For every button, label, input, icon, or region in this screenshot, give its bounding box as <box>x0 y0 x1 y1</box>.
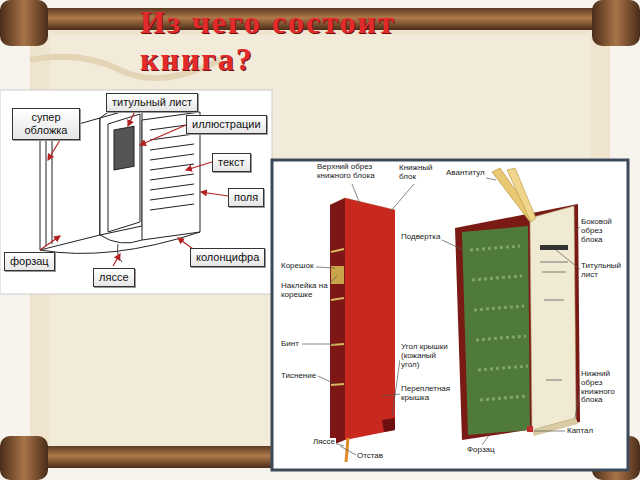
closed-book-photo <box>331 266 344 284</box>
closed-book-photo <box>382 418 395 432</box>
part-name: Подвертка <box>400 233 441 242</box>
book-sketch <box>150 184 194 190</box>
part-label-box: иллюстрации <box>186 115 267 134</box>
part-name: Тиснение <box>280 372 317 381</box>
right-panel <box>272 160 628 470</box>
leader-line <box>201 192 228 196</box>
part-label: колонцифра <box>196 251 259 264</box>
open-book-photo <box>455 168 580 440</box>
part-name: Титульный лист <box>580 262 626 280</box>
part-label-box: форзац <box>4 252 55 271</box>
leader-line <box>40 236 60 250</box>
closed-book-photo <box>331 249 344 252</box>
part-name: Боковой обрез блока <box>580 218 626 244</box>
open-book-photo <box>470 246 528 400</box>
leader-line <box>302 344 335 345</box>
book-sketch <box>150 174 194 180</box>
part-label: форзац <box>10 255 49 268</box>
right-panel <box>272 160 628 470</box>
book-sketch <box>150 194 194 200</box>
part-name: Наклейка на корешке <box>280 282 330 300</box>
part-label-box: титульный лист <box>106 93 198 112</box>
scroll-roller <box>592 0 640 46</box>
leader-line <box>318 376 335 384</box>
part-name: Бинт <box>280 340 300 349</box>
leader-line <box>340 446 356 455</box>
part-name: Авантитул <box>445 169 486 178</box>
book-sketch <box>46 140 47 246</box>
open-book-photo <box>530 206 576 430</box>
book-sketch <box>100 106 142 235</box>
leader-line <box>128 111 135 126</box>
leader-line <box>113 254 120 266</box>
left-panel <box>0 90 272 294</box>
leader-line <box>442 240 463 250</box>
part-name: Нижний обрез книжного блока <box>580 370 626 405</box>
book-sketch <box>118 244 123 262</box>
leader-line <box>302 178 581 455</box>
part-name: Отстав <box>356 452 384 461</box>
part-label-box: поля <box>228 188 264 207</box>
leader-line <box>140 125 186 145</box>
part-name: Ляссе <box>312 438 336 447</box>
leader-line <box>352 184 360 204</box>
left-panel <box>0 90 272 294</box>
closed-book-photo <box>331 384 344 385</box>
open-book-photo <box>527 426 533 432</box>
open-book-photo <box>492 168 535 222</box>
leader-line <box>186 162 212 170</box>
part-label: супер обложка <box>18 111 74 137</box>
open-book-photo <box>540 245 568 250</box>
part-label-box: колонцифра <box>190 248 265 267</box>
part-label-box: ляссе <box>93 268 135 287</box>
part-name: Угол крышки (кожаный угол) <box>400 343 452 369</box>
leader-line <box>48 140 60 160</box>
leader-line <box>316 267 335 268</box>
part-name: Форзац <box>466 446 496 455</box>
part-name: Книжный блок <box>398 164 444 182</box>
book-sketch <box>108 114 140 232</box>
book-sketch <box>100 235 142 243</box>
leader-line <box>392 360 400 416</box>
leader-line <box>382 394 400 396</box>
open-book-photo <box>540 262 568 380</box>
scroll-roller <box>0 436 48 480</box>
leader-line <box>390 184 414 212</box>
closed-book-photo <box>331 298 344 300</box>
book-sketch <box>114 126 134 170</box>
part-label: текст <box>218 156 245 169</box>
part-label: поля <box>234 191 258 204</box>
part-name: Каптал <box>566 427 594 436</box>
leader-line <box>534 431 565 432</box>
closed-book-photo <box>330 198 345 446</box>
book-sketch <box>150 154 194 160</box>
closed-book-photo <box>330 198 395 462</box>
leader-line <box>486 178 496 180</box>
book-sketch <box>40 232 200 253</box>
part-label: иллюстрации <box>192 118 261 131</box>
open-book-photo <box>462 226 530 435</box>
closed-book-photo <box>345 198 395 440</box>
leader-line <box>482 434 490 445</box>
part-label: ляссе <box>99 271 129 284</box>
part-label: титульный лист <box>112 96 192 109</box>
part-name: Верхний обрез книжного блока <box>316 163 392 181</box>
part-label-box: текст <box>212 153 251 172</box>
scroll-roller <box>0 0 48 46</box>
book-sketch <box>150 204 194 210</box>
open-book-photo <box>455 204 580 440</box>
book-sketch <box>150 134 194 140</box>
part-name: Переплетная крышка <box>400 385 450 403</box>
part-name: Корешок <box>280 262 314 271</box>
open-book-photo <box>507 168 536 222</box>
part-label-box: супер обложка <box>12 108 80 140</box>
slide-title: Из чего состоит книга? <box>140 4 485 78</box>
leader-line <box>556 250 581 270</box>
book-sketch <box>150 144 194 150</box>
